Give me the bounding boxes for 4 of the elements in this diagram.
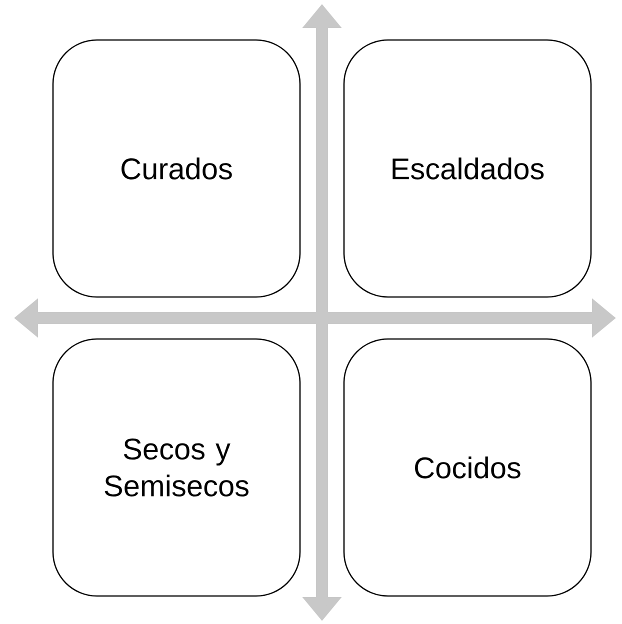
rounded-box: Curados <box>52 39 301 298</box>
rounded-box: Secos y Semisecos <box>52 338 301 597</box>
rounded-box: Escaldados <box>343 39 592 298</box>
rounded-box: Cocidos <box>343 338 592 597</box>
